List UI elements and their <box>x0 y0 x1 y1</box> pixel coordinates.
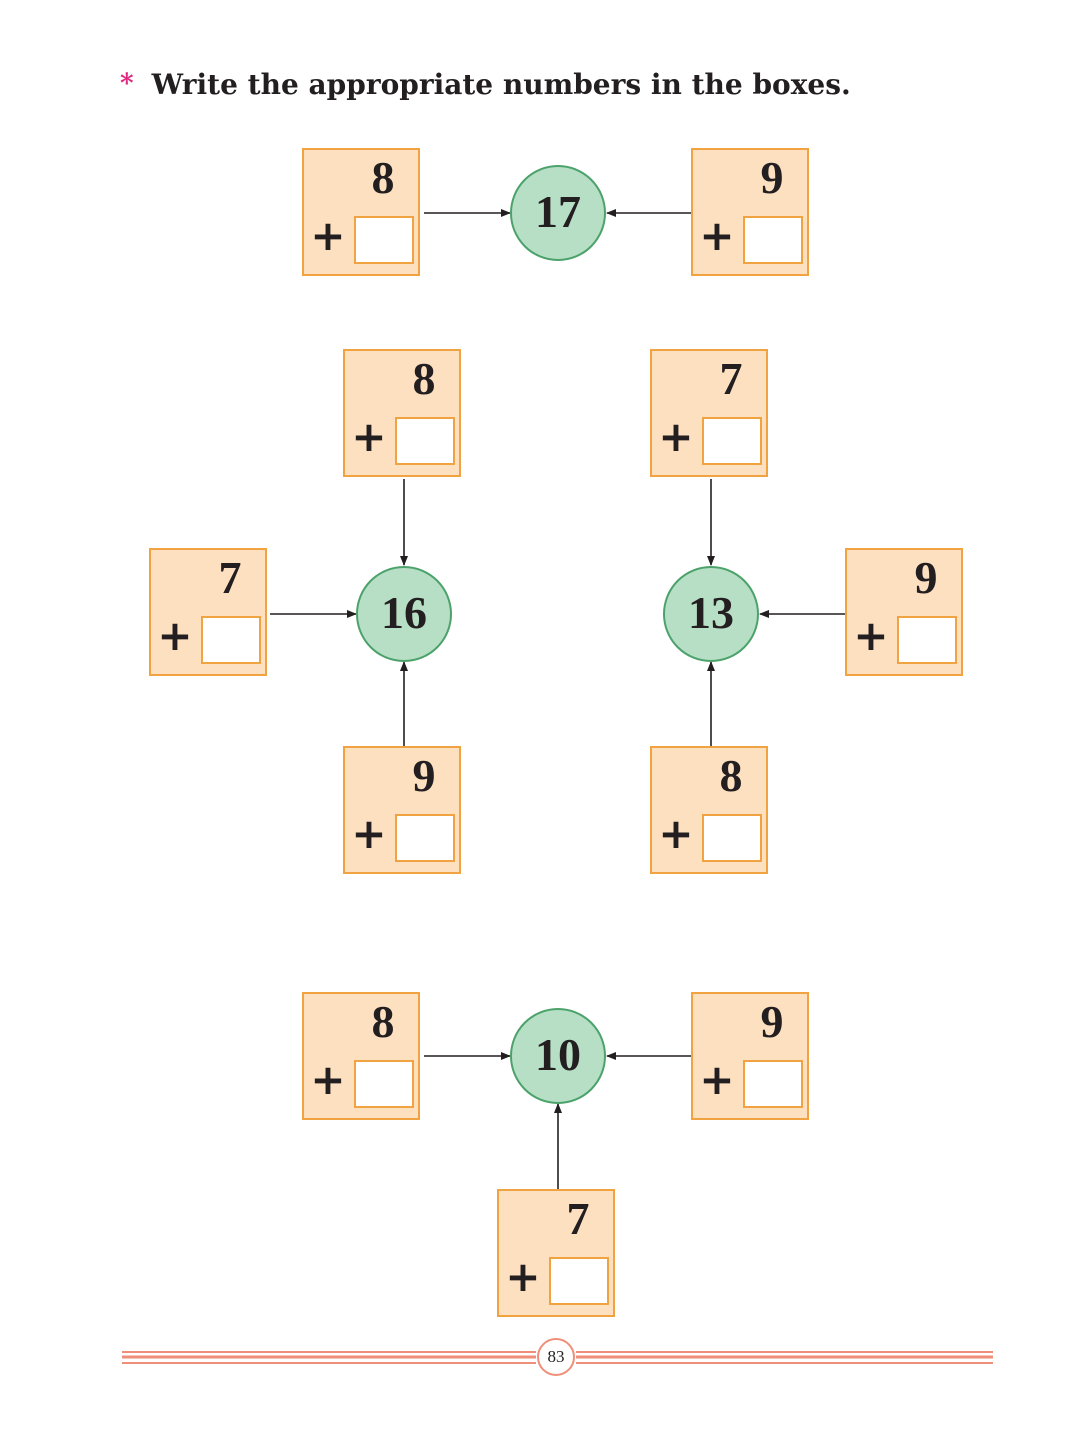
plus-sign: + <box>658 809 694 858</box>
plus-sign: + <box>310 211 346 260</box>
addend-number: 7 <box>566 1193 590 1244</box>
addend-box: 7 + <box>149 548 267 676</box>
answer-box[interactable] <box>354 1060 414 1108</box>
answer-box[interactable] <box>395 814 455 862</box>
target-circle: 17 <box>510 165 606 261</box>
addend-number: 9 <box>760 996 784 1047</box>
plus-sign: + <box>699 1055 735 1104</box>
addend-box: 9 + <box>691 148 809 276</box>
addend-box: 7 + <box>650 349 768 477</box>
answer-box[interactable] <box>702 417 762 465</box>
addend-number: 8 <box>371 996 395 1047</box>
page-number: 83 <box>537 1338 575 1376</box>
instruction-text: Write the appropriate numbers in the box… <box>151 68 851 101</box>
instruction: * Write the appropriate numbers in the bo… <box>120 68 851 101</box>
addend-box: 8 + <box>343 349 461 477</box>
addend-number: 8 <box>719 750 743 801</box>
addend-number: 9 <box>760 152 784 203</box>
addend-box: 8 + <box>650 746 768 874</box>
addend-number: 8 <box>412 353 436 404</box>
addend-box: 9 + <box>343 746 461 874</box>
plus-sign: + <box>310 1055 346 1104</box>
plus-sign: + <box>658 412 694 461</box>
addend-number: 9 <box>412 750 436 801</box>
addend-box: 8 + <box>302 992 420 1120</box>
target-circle: 16 <box>356 566 452 662</box>
plus-sign: + <box>853 611 889 660</box>
plus-sign: + <box>699 211 735 260</box>
answer-box[interactable] <box>897 616 957 664</box>
addend-box: 9 + <box>691 992 809 1120</box>
plus-sign: + <box>505 1252 541 1301</box>
plus-sign: + <box>351 412 387 461</box>
addend-number: 7 <box>218 552 242 603</box>
answer-box[interactable] <box>743 216 803 264</box>
addend-box: 9 + <box>845 548 963 676</box>
addend-number: 8 <box>371 152 395 203</box>
answer-box[interactable] <box>743 1060 803 1108</box>
answer-box[interactable] <box>395 417 455 465</box>
target-circle: 13 <box>663 566 759 662</box>
target-circle: 10 <box>510 1008 606 1104</box>
answer-box[interactable] <box>702 814 762 862</box>
answer-box[interactable] <box>549 1257 609 1305</box>
addend-box: 8 + <box>302 148 420 276</box>
answer-box[interactable] <box>201 616 261 664</box>
plus-sign: + <box>351 809 387 858</box>
answer-box[interactable] <box>354 216 414 264</box>
asterisk-icon: * <box>120 69 134 99</box>
plus-sign: + <box>157 611 193 660</box>
addend-box: 7 + <box>497 1189 615 1317</box>
addend-number: 9 <box>914 552 938 603</box>
addend-number: 7 <box>719 353 743 404</box>
